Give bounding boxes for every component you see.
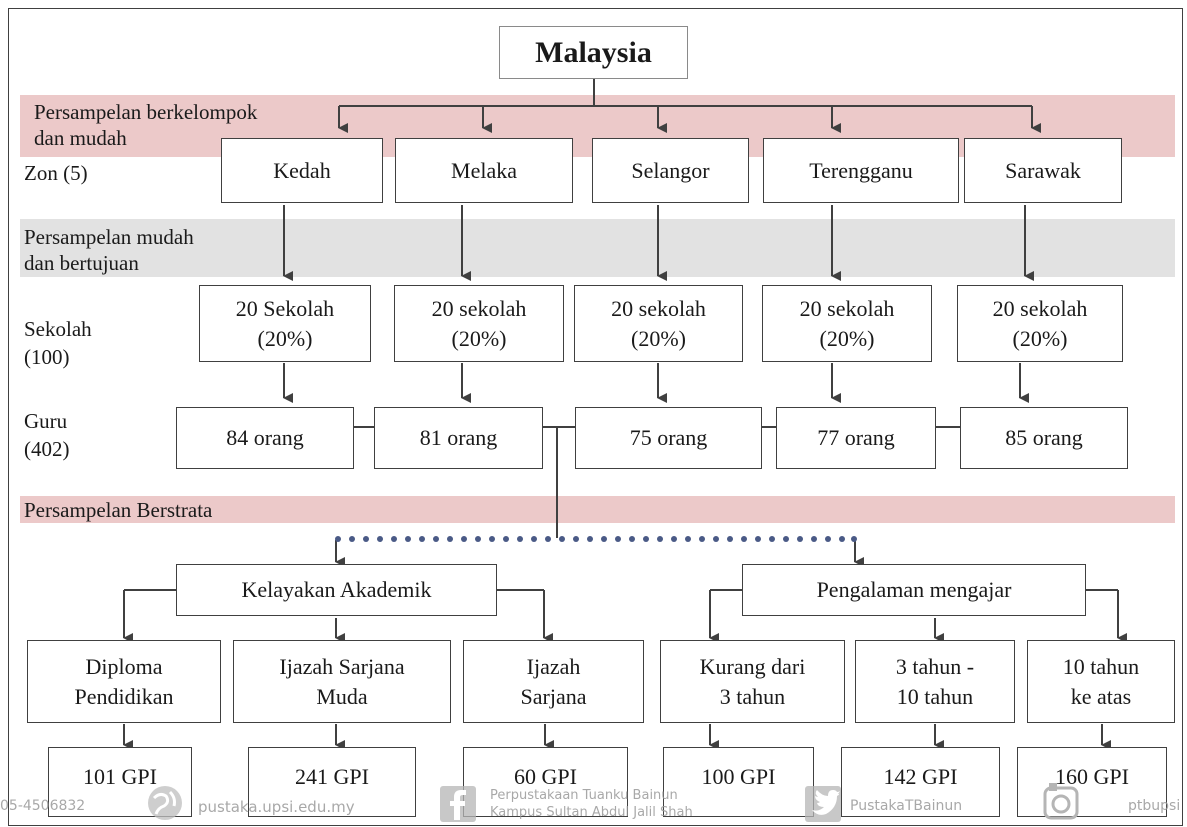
zone-box-sarawak: Sarawak: [964, 138, 1122, 203]
group-box-over-10-years: 10 tahun ke atas: [1027, 640, 1175, 723]
teacher-box-terengganu: 77 orang: [776, 407, 936, 469]
purposive-sampling-band: [20, 219, 1175, 277]
count-box-over-10-years: 160 GPI: [1017, 747, 1167, 817]
school-box-sarawak: 20 sekolah (20%): [957, 285, 1123, 362]
stratified-sampling-label: Persampelan Berstrata: [24, 498, 213, 522]
teacher-box-sarawak: 85 orang: [960, 407, 1128, 469]
teacher-row-label: Guru (402): [24, 409, 70, 461]
count-box-diploma: 101 GPI: [48, 747, 192, 817]
teacher-box-melaka: 81 orang: [374, 407, 543, 469]
group-box-diploma: Diploma Pendidikan: [27, 640, 221, 723]
school-box-selangor: 20 sekolah (20%): [574, 285, 743, 362]
school-box-terengganu: 20 sekolah (20%): [762, 285, 932, 362]
zone-box-selangor: Selangor: [592, 138, 749, 203]
teacher-box-kedah: 84 orang: [176, 407, 354, 469]
teacher-box-selangor: 75 orang: [575, 407, 762, 469]
zone-box-melaka: Melaka: [395, 138, 573, 203]
malaysia-title-box: Malaysia: [499, 26, 688, 79]
count-box-under-3-years: 100 GPI: [663, 747, 814, 817]
academic-qualification-box: Kelayakan Akademik: [176, 564, 497, 616]
title-text: Malaysia: [535, 35, 652, 69]
zone-box-terengganu: Terengganu: [763, 138, 959, 203]
purposive-sampling-label: Persampelan mudah dan bertujuan: [24, 225, 194, 275]
school-row-label: Sekolah (100): [24, 317, 92, 369]
cluster-sampling-label: Persampelan berkelompok dan mudah: [34, 100, 258, 150]
school-box-melaka: 20 sekolah (20%): [394, 285, 564, 362]
group-box-master: Ijazah Sarjana: [463, 640, 644, 723]
school-box-kedah: 20 Sekolah (20%): [199, 285, 371, 362]
group-box-bachelor: Ijazah Sarjana Muda: [233, 640, 451, 723]
group-box-3-to-10-years: 3 tahun - 10 tahun: [855, 640, 1015, 723]
count-box-master: 60 GPI: [463, 747, 628, 817]
teaching-experience-box: Pengalaman mengajar: [742, 564, 1086, 616]
group-box-under-3-years: Kurang dari 3 tahun: [660, 640, 845, 723]
stratified-sampling-band: [20, 496, 1175, 523]
zone-box-kedah: Kedah: [221, 138, 383, 203]
diagram-frame: [8, 8, 1183, 826]
count-box-3-to-10-years: 142 GPI: [841, 747, 1000, 817]
count-box-bachelor: 241 GPI: [248, 747, 416, 817]
zone-row-label: Zon (5): [24, 161, 88, 185]
